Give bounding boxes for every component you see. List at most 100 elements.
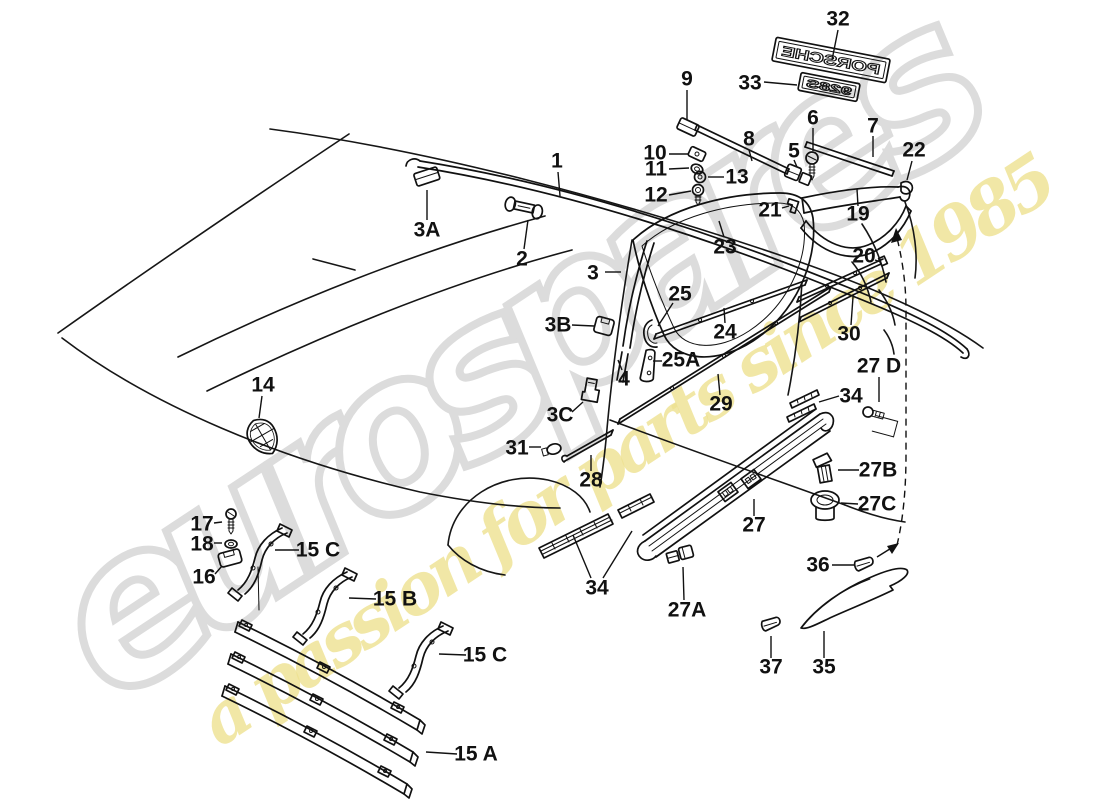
callout-15C: 15 C bbox=[463, 644, 507, 667]
callout-15B: 15 B bbox=[373, 588, 417, 611]
callout-13: 13 bbox=[725, 166, 748, 189]
roof-molding-1 bbox=[405, 158, 970, 360]
clip-27b bbox=[812, 452, 833, 484]
quarter-window-trim-19 bbox=[801, 185, 911, 214]
washer-13 bbox=[693, 170, 707, 184]
screw-17 bbox=[225, 508, 237, 535]
callout-4: 4 bbox=[618, 368, 630, 391]
fastener-31 bbox=[541, 442, 562, 457]
leader-line-34 bbox=[602, 530, 633, 579]
leader-line-32 bbox=[831, 29, 839, 61]
strap-alignment-line bbox=[257, 566, 260, 611]
callout-24: 24 bbox=[713, 321, 737, 344]
callout-6: 6 bbox=[807, 107, 819, 130]
leader-line-3B bbox=[571, 324, 595, 327]
leader-line-15A bbox=[425, 751, 458, 755]
side-strip-29 bbox=[617, 286, 832, 425]
clip-27a bbox=[665, 544, 695, 564]
leader-line-16 bbox=[214, 565, 223, 575]
leader-line-1 bbox=[557, 171, 561, 197]
leader-line-14 bbox=[258, 395, 263, 419]
callout-12: 12 bbox=[644, 184, 667, 207]
callout-11: 11 bbox=[645, 158, 668, 181]
callout-7: 7 bbox=[867, 115, 879, 138]
rocker-panel-27 bbox=[636, 408, 835, 562]
callout-14: 14 bbox=[251, 374, 275, 397]
callout-34: 34 bbox=[839, 385, 863, 408]
leader-line-22 bbox=[906, 160, 913, 181]
callout-30: 30 bbox=[837, 323, 860, 346]
ribbed-pad-34-lower bbox=[786, 403, 817, 423]
callout-9: 9 bbox=[681, 68, 693, 91]
leader-arrowhead-top bbox=[891, 228, 902, 243]
callout-34: 34 bbox=[585, 577, 609, 600]
callout-25A: 25A bbox=[662, 349, 701, 372]
reference-leader bbox=[876, 228, 907, 558]
fender-strip-28 bbox=[561, 429, 614, 463]
callout-31: 31 bbox=[505, 437, 529, 460]
callout-22: 22 bbox=[902, 139, 925, 162]
callout-27D: 27 D bbox=[857, 355, 901, 378]
callout-18: 18 bbox=[190, 533, 214, 556]
quarter-window-lower-trim bbox=[800, 205, 912, 258]
callout-36: 36 bbox=[806, 554, 829, 577]
clip-3a bbox=[413, 166, 441, 187]
hook-25 bbox=[642, 319, 658, 348]
clip-3c bbox=[580, 377, 601, 404]
callout-27C: 27C bbox=[858, 493, 897, 516]
watermark-layer: eurospares a passion for parts since 198… bbox=[0, 0, 1072, 762]
clip-37 bbox=[760, 616, 781, 632]
callout-37: 37 bbox=[759, 656, 782, 679]
callout-15C: 15 C bbox=[296, 539, 340, 562]
callout-1: 1 bbox=[551, 150, 563, 173]
leader-line-3C bbox=[571, 401, 584, 413]
leader-line-2 bbox=[523, 219, 529, 250]
clip-9 bbox=[676, 117, 700, 137]
callout-3: 3 bbox=[587, 262, 599, 285]
ribbed-pad-34-upper bbox=[789, 389, 820, 409]
leader-line-29 bbox=[717, 373, 721, 396]
nut-18 bbox=[224, 539, 238, 549]
clip-16 bbox=[217, 548, 243, 568]
screw-27d bbox=[862, 406, 885, 420]
callout-20: 20 bbox=[852, 245, 875, 268]
leader-line-5 bbox=[793, 159, 798, 168]
leader-line-19 bbox=[856, 188, 859, 207]
callout-25: 25 bbox=[668, 283, 692, 306]
callout-3A: 3A bbox=[414, 219, 441, 242]
callout-35: 35 bbox=[812, 656, 836, 679]
door-window-trim-23 bbox=[632, 192, 815, 358]
screw-6 bbox=[805, 151, 819, 181]
callout-27A: 27A bbox=[668, 599, 707, 622]
grommet-27c bbox=[810, 490, 840, 522]
callout-33: 33 bbox=[738, 72, 761, 95]
leader-line-24 bbox=[723, 307, 726, 324]
leader-line-34 bbox=[818, 395, 840, 403]
leader-line-20 bbox=[874, 259, 882, 263]
callout-27B: 27B bbox=[859, 459, 898, 482]
leader-line-8 bbox=[748, 149, 753, 162]
callout-2: 2 bbox=[516, 248, 528, 271]
callout-15A: 15 A bbox=[454, 743, 498, 766]
leader-line-21 bbox=[781, 205, 790, 209]
leader-line-23 bbox=[718, 220, 725, 238]
leader-line-11 bbox=[668, 167, 690, 170]
clip-3b bbox=[593, 315, 615, 337]
car-body-outline bbox=[57, 128, 984, 576]
ribbed-strip-34-left bbox=[538, 513, 614, 559]
clip-10 bbox=[687, 145, 707, 163]
clip-21 bbox=[786, 197, 800, 215]
leader-arrowhead-bottom bbox=[887, 543, 899, 554]
quarter-strip-30 bbox=[798, 272, 890, 323]
callout-5: 5 bbox=[788, 140, 800, 163]
leader-line-34 bbox=[572, 534, 592, 579]
callout-17: 17 bbox=[190, 513, 213, 536]
ribbed-strip-34-left2 bbox=[617, 493, 655, 519]
callout-16: 16 bbox=[192, 566, 215, 589]
callout-29: 29 bbox=[709, 393, 732, 416]
leader-line-12 bbox=[668, 190, 692, 196]
callout-27: 27 bbox=[742, 514, 765, 537]
